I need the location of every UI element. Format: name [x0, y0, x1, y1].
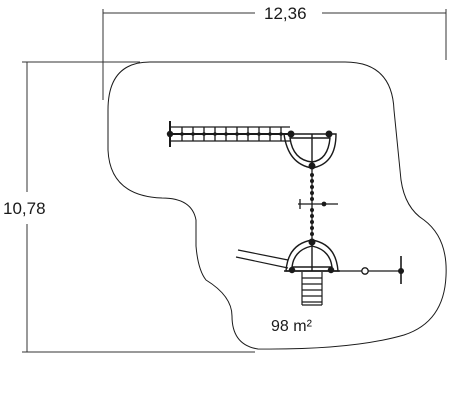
slide-edge-top [237, 249, 289, 261]
ladder-joint [202, 132, 206, 136]
ladder-joint [180, 132, 184, 136]
vertical-connector [298, 168, 338, 242]
chain-links [310, 173, 327, 236]
chain-link [310, 197, 314, 201]
ladder-joint [224, 132, 228, 136]
width-dimension [102, 9, 447, 100]
ladder-joint [235, 132, 239, 136]
platform-post [288, 266, 296, 274]
ladder-joints [166, 130, 283, 138]
ladder-joint [257, 132, 261, 136]
safety-area-outline [107, 61, 447, 350]
platform-post [327, 266, 335, 274]
height-label: 10,78 [3, 199, 46, 218]
access-ladder [301, 272, 323, 306]
chain-link [310, 179, 314, 183]
width-label: 12,36 [264, 4, 307, 23]
side-beam-end-node [398, 268, 404, 274]
slide [235, 249, 289, 269]
slide-edge-bottom [235, 256, 289, 269]
chain-link [310, 208, 314, 212]
ladder-joint [191, 132, 195, 136]
area-label: 98 m² [271, 318, 313, 335]
ladder-joint [268, 132, 272, 136]
ladder-end-post [166, 130, 174, 138]
chain-link [310, 214, 314, 218]
top-platform-inner [289, 137, 331, 163]
chain-link [310, 226, 314, 230]
platform-post [308, 162, 316, 170]
top-platform-outline [283, 133, 337, 169]
crossbar-node [321, 201, 327, 207]
top-platform [283, 133, 337, 169]
chain-link [310, 173, 314, 177]
chain-link [310, 220, 314, 224]
side-beam-node [361, 267, 369, 275]
chain-link [310, 232, 314, 236]
bottom-platform-posts [288, 238, 335, 274]
platform-post [325, 130, 333, 138]
chain-link [310, 191, 314, 195]
side-beam [338, 256, 404, 284]
platform-post [287, 130, 295, 138]
ladder-joint [246, 132, 250, 136]
horizontal-ladder [169, 121, 292, 147]
chain-link [310, 185, 314, 189]
height-dimension [22, 61, 255, 353]
top-platform-posts [287, 130, 333, 170]
platform-post [308, 238, 316, 246]
ladder-joint [213, 132, 217, 136]
ladder-joint [279, 132, 283, 136]
